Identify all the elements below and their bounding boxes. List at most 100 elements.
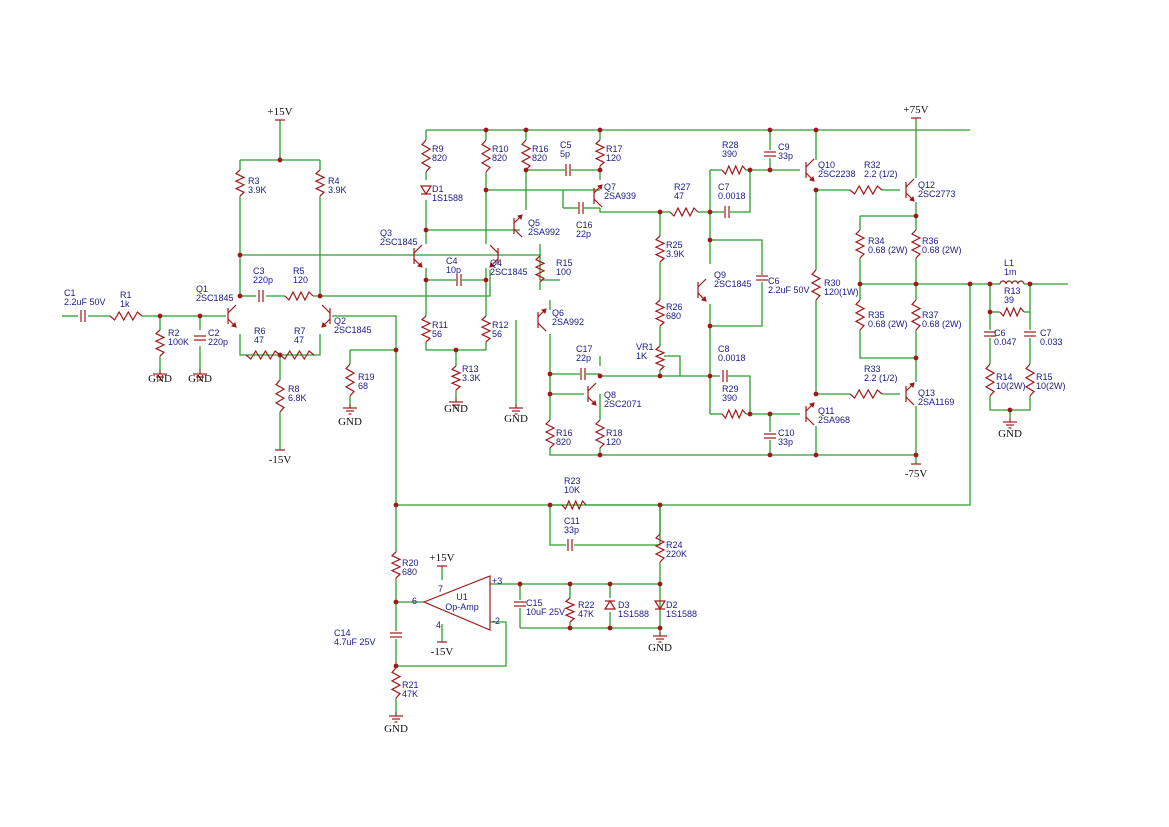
label: 120(1W): [824, 287, 859, 297]
label: 10(2W): [1036, 381, 1066, 391]
label: R6: [254, 326, 266, 336]
rail-minus-15v-opamp: -15V: [431, 641, 453, 658]
label: 0.68 (2W): [922, 319, 962, 329]
label: 220p: [208, 337, 228, 347]
label: 0.68 (2W): [922, 245, 962, 255]
label: 39: [1004, 295, 1014, 305]
label: GND: [338, 416, 362, 428]
label: 3.9K: [328, 185, 347, 195]
label: +75V: [903, 104, 928, 116]
label: R7: [294, 326, 306, 336]
label: Q4: [490, 258, 502, 268]
label: 10p: [446, 265, 461, 275]
label: R33: [864, 364, 881, 374]
label: +3: [492, 576, 502, 586]
label: R34: [868, 236, 885, 246]
label: 0.68 (2W): [868, 319, 908, 329]
label: Q10: [818, 160, 835, 170]
label: +15V: [429, 552, 454, 564]
label: 6: [412, 596, 417, 606]
label: C9: [778, 142, 790, 152]
label: VR1: [636, 342, 654, 352]
label: 2SA939: [604, 191, 636, 201]
label: 47K: [578, 609, 594, 619]
label: C10: [778, 428, 795, 438]
label: 2SC1845: [714, 279, 752, 289]
label: Q3: [380, 228, 392, 238]
label: R24: [666, 540, 683, 550]
label: Q7: [604, 182, 616, 192]
label: 2.2uF 50V: [768, 285, 810, 295]
ground-symbol: GND: [504, 404, 528, 425]
label: 220K: [666, 549, 687, 559]
label: C17: [576, 344, 593, 354]
label: C11: [564, 516, 580, 526]
label: C1: [64, 288, 76, 298]
junctions: [157, 127, 1033, 669]
label: 0.0018: [718, 191, 746, 201]
label: 47: [294, 335, 304, 345]
label: 820: [532, 153, 547, 163]
label: 2SC1845: [380, 237, 418, 247]
rail-minus-15v: -15V: [269, 449, 291, 466]
capacitor-c6b: C60.047: [984, 328, 1017, 347]
label: 2SC1845: [490, 267, 528, 277]
label: R12: [492, 320, 509, 330]
label: +15V: [267, 106, 292, 118]
label: R13: [462, 364, 479, 374]
label: 22p: [576, 353, 591, 363]
label: 820: [432, 153, 447, 163]
label: 10uF 25V: [526, 607, 565, 617]
label: 10(2W): [996, 381, 1026, 391]
label: R19: [358, 372, 375, 382]
wires: [62, 118, 1068, 712]
label: C8: [718, 344, 730, 354]
label: 10K: [564, 485, 580, 495]
label: D2: [666, 600, 678, 610]
label: 68: [358, 381, 368, 391]
rail-plus-75v: +75V: [903, 104, 929, 119]
label: 120: [606, 437, 621, 447]
label: C6: [994, 328, 1006, 338]
label: 2SA992: [528, 227, 560, 237]
ground-symbol: GND: [384, 712, 408, 735]
label: R22: [578, 600, 595, 610]
capacitor-c7b: C70.033: [1024, 328, 1063, 347]
label: 33p: [778, 151, 793, 161]
label: C15: [526, 598, 543, 608]
label: -2: [492, 616, 500, 626]
label: 1S1588: [666, 609, 697, 619]
label: 100: [556, 267, 571, 277]
ground-symbol: GND: [648, 632, 672, 654]
rail-plus-15v: +15V: [267, 106, 293, 121]
label: 100K: [168, 337, 189, 347]
label: Q9: [714, 270, 726, 280]
label: R2: [168, 328, 180, 338]
label: C16: [576, 220, 593, 230]
label: C4: [446, 256, 458, 266]
